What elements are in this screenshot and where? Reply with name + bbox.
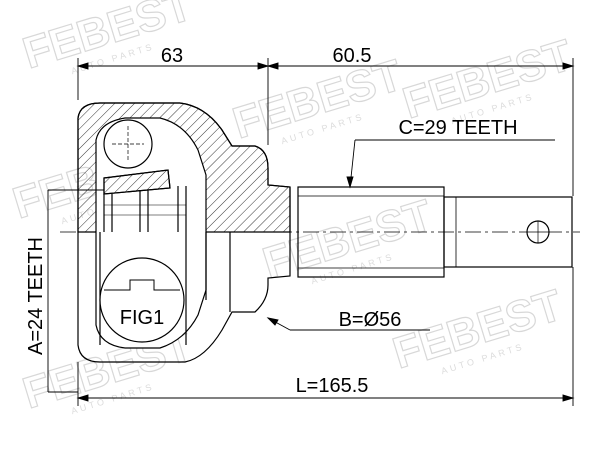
part-drawing (47, 58, 580, 406)
dim-shaft-length: 60.5 (333, 45, 372, 67)
spec-inner-spline: A=24 TEETH (25, 237, 47, 355)
dim-total-length: L=165.5 (296, 375, 369, 397)
spec-seal-diameter: B=Ø56 (339, 309, 402, 331)
stub-shaft (297, 186, 573, 278)
outer-housing (77, 102, 291, 363)
spec-outer-spline: C=29 TEETH (398, 117, 517, 139)
dim-body-length: 63 (161, 45, 183, 67)
figure-label: FIG1 (120, 307, 164, 329)
fig1-spline-view (99, 257, 185, 343)
dimension-lines (47, 58, 575, 406)
